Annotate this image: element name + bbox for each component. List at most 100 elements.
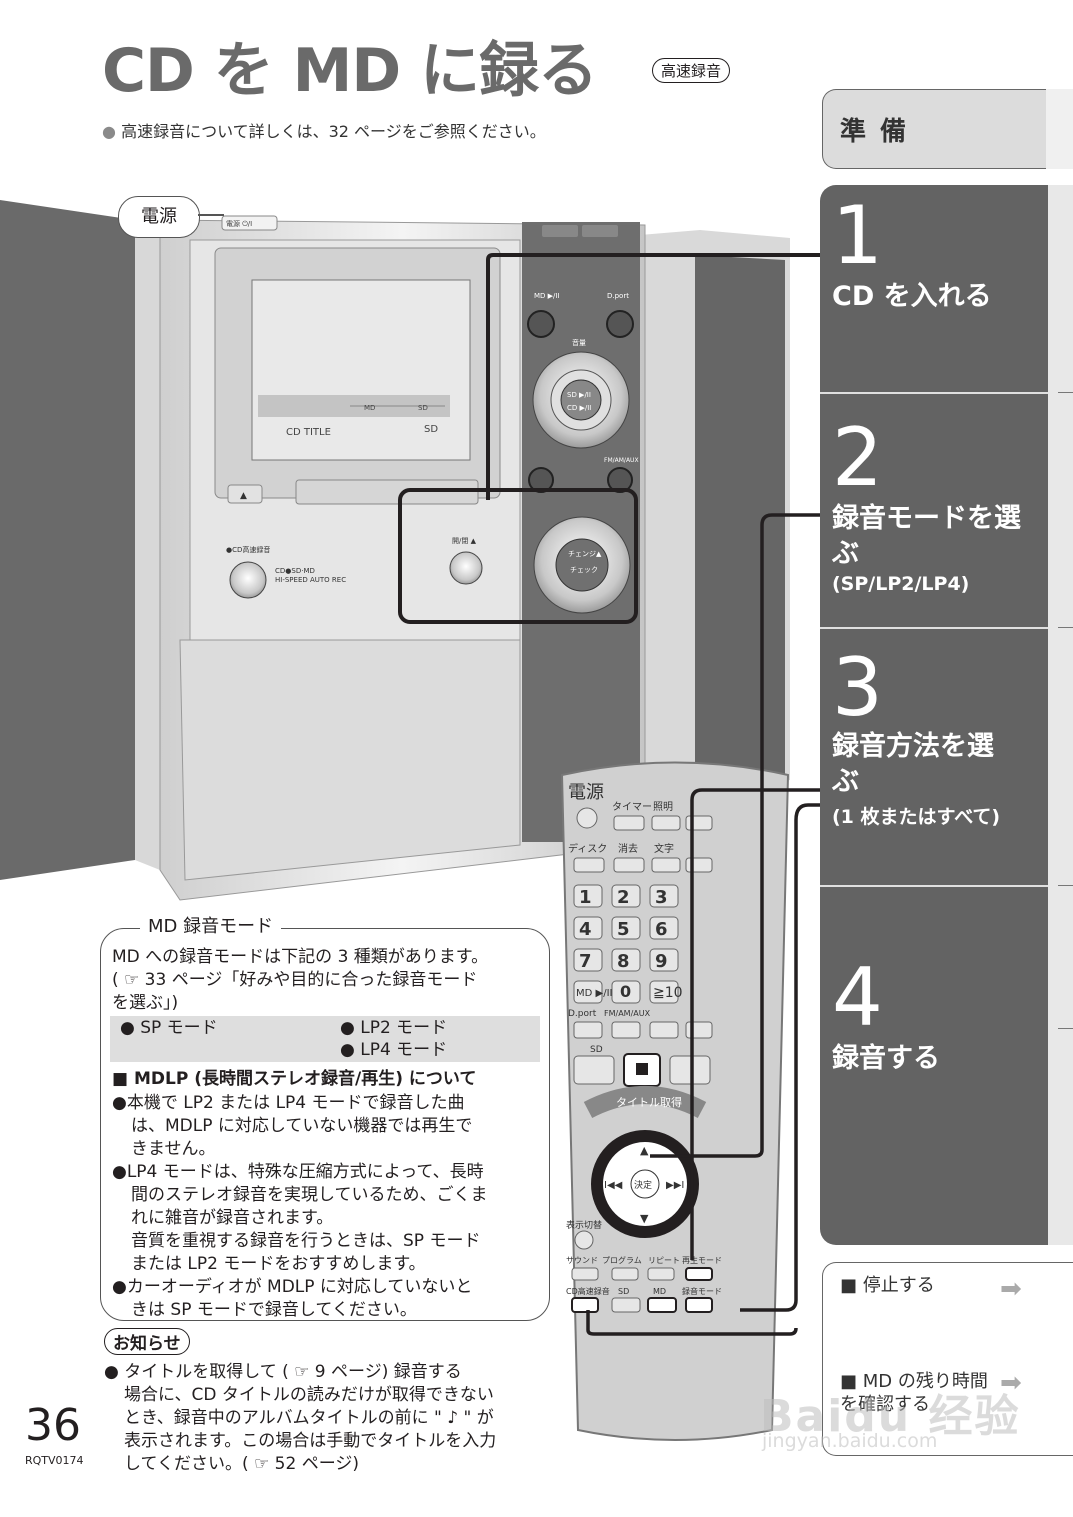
mode-lp4: ● LP4 モード [340, 1040, 448, 1060]
md-bullet: 間のステレオ録音を実現しているため、ごくま [131, 1185, 488, 1205]
key-1: 1 [579, 887, 592, 908]
step-1-number: 1 [832, 189, 883, 282]
watermark-logo: Baidu 经验 [760, 1391, 1021, 1442]
remote-enter-label: 決定 [634, 1179, 652, 1191]
remote-control: 電源 タイマー 照明 ディスク 消去 文字 1 2 3 4 5 6 7 8 9 … [560, 761, 790, 1441]
svg-text:▼: ▼ [640, 1212, 649, 1225]
remote-text-label: 文字 [654, 842, 674, 855]
remote-program-label: プログラム [602, 1255, 642, 1265]
md-box-line1: MD への録音モードは下記の 3 種類があります。 [112, 947, 489, 967]
remote-dport-label: D.port [568, 1009, 597, 1019]
svg-text:▲: ▲ [240, 491, 247, 501]
page-number: 36 [25, 1400, 81, 1451]
page-title: CD を MD に録る [102, 36, 598, 106]
md-box-line3: を選ぶ」) [112, 993, 179, 1013]
watermark-url: jingyan.baidu.com [762, 1430, 938, 1452]
remote-rec-sd-label: SD [618, 1287, 629, 1296]
key-10plus: ≧10 [653, 985, 683, 1001]
power-callout: 電源 [118, 196, 200, 238]
md-bullet: きは SP モードで録音してください。 [131, 1300, 417, 1320]
remote-repeat-label: リピート [648, 1256, 680, 1265]
step-separator [820, 885, 1048, 887]
power-button-label: 電源 ⏻/I [226, 219, 252, 228]
md-bullet: ●本機で LP2 または LP4 モードで録音した曲 [112, 1093, 465, 1113]
remote-disc-label: ディスク [568, 842, 607, 855]
md-rec-mode-heading: MD 録音モード [140, 912, 282, 938]
display-sd-text: SD [424, 424, 438, 435]
key-2: 2 [617, 887, 630, 908]
notice-line: してください。( ☞ 52 ページ) [124, 1454, 359, 1474]
volume-label: 音量 [572, 338, 586, 347]
modes-band [110, 1016, 540, 1062]
svg-text:▲: ▲ [640, 1144, 649, 1157]
callout-line [198, 214, 224, 216]
md-box-line2: ( ☞ 33 ページ「好みや目的に合った録音モード [112, 970, 478, 990]
unit-dport-label: D.port [607, 292, 629, 300]
remote-cd-hs-label: CD高速録音 [566, 1286, 610, 1296]
step-2-number: 2 [832, 411, 883, 504]
step-separator [820, 392, 1048, 394]
key-0: 0 [620, 982, 631, 1001]
mode-lp2: ● LP2 モード [340, 1018, 448, 1038]
key-8: 8 [617, 951, 630, 972]
steps-panel [820, 185, 1048, 1245]
notice-line: とき、録音中のアルバムタイトルの前に " ♪ " が [124, 1408, 494, 1428]
unit-fm-label: FM/AM/AUX [604, 457, 639, 464]
notice-label: お知らせ [104, 1328, 190, 1355]
notice-line: ● タイトルを取得して ( ☞ 9 ページ) 録音する [104, 1362, 462, 1382]
prep-box [822, 89, 1073, 169]
prep-strip [1046, 89, 1073, 169]
step-2-sub: (SP/LP2/LP4) [832, 573, 970, 595]
remote-fm-label: FM/AM/AUX [604, 1009, 651, 1018]
edge-tick [1058, 1028, 1073, 1029]
cd-hs-desc1: CD●SD·MD [275, 567, 315, 575]
remote-erase-label: 消去 [618, 842, 638, 855]
arrow-right-icon: ➡ [1000, 1274, 1022, 1304]
step-4-number: 4 [832, 951, 883, 1044]
remote-timer-label: タイマー [612, 801, 652, 813]
unit-sd-label: SD ▶/II [567, 391, 591, 399]
intro-text: ● 高速録音について詳しくは、32 ページをご参照ください。 [102, 122, 546, 141]
remote-play-mode-label: 再生モード [682, 1255, 722, 1265]
unit-cd-label: CD ▶/II [567, 404, 591, 412]
steps-strip [1048, 185, 1073, 1245]
md-bullet: ●LP4 モードは、特殊な圧縮方式によって、長時 [112, 1162, 484, 1182]
edge-tick [1058, 885, 1073, 886]
key-5: 5 [617, 919, 630, 940]
title-badge: 高速録音 [652, 58, 731, 83]
unit-check-label: チェック [570, 566, 598, 574]
key-7: 7 [579, 951, 592, 972]
step-2-title: 録音モードを選ぶ [832, 503, 1021, 569]
remote-light-label: 照明 [653, 801, 673, 813]
remote-title-get-label: タイトル取得 [616, 1096, 682, 1109]
unit-md-label: MD ▶/II [534, 292, 560, 300]
step-4-title: 録音する [832, 1043, 940, 1074]
edge-tick [1058, 392, 1073, 393]
cd-hs-label: ●CD高速録音 [226, 545, 270, 554]
remote-sound-label: サウンド [566, 1256, 598, 1265]
step-1-title: CD を入れる [832, 281, 992, 312]
prep-label: 準備 [840, 117, 921, 147]
open-close-label: 開/閉 ▲ [452, 537, 477, 545]
md-bullet: または LP2 モードをおすすめします。 [131, 1254, 426, 1274]
key-6: 6 [655, 919, 668, 940]
cd-hs-desc2: HI-SPEED AUTO REC [275, 576, 346, 584]
mode-sp: ● SP モード [120, 1018, 218, 1038]
tip-md-remaining: ■ MD の残り時間を確認する [840, 1371, 988, 1416]
md-bullet: きません。 [131, 1139, 216, 1159]
key-md-play: MD ▶/II [576, 988, 612, 999]
md-rec-mode-box [100, 928, 550, 1321]
connector-lines [586, 513, 820, 1336]
remote-rec-md-label: MD [653, 1287, 666, 1296]
step-3-sub: (1 枚またはすべて) [832, 806, 1001, 828]
tip-stop: ■ 停止する [840, 1275, 935, 1296]
step-3-number: 3 [832, 641, 883, 734]
display-cd-title: CD TITLE [286, 427, 331, 438]
md-bullet: れに雑音が録音されます。 [131, 1208, 334, 1228]
svg-text:I◀◀: I◀◀ [604, 1180, 623, 1191]
display-sd-label: SD [418, 404, 428, 412]
key-4: 4 [579, 919, 592, 940]
svg-text:▶▶I: ▶▶I [666, 1180, 684, 1191]
remote-rec-mode-label: 録音モード [682, 1286, 722, 1296]
edge-tick [1058, 627, 1073, 628]
